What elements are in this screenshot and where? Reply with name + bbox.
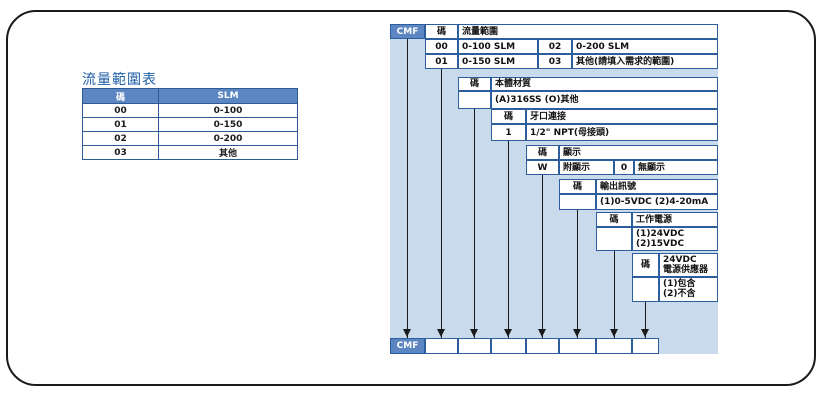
power-option: (1)24VDC	[636, 229, 685, 239]
arrow-down-icon	[573, 329, 581, 337]
supply-option: (2)不含	[663, 289, 696, 299]
row-range: 其他	[158, 145, 298, 160]
supply-options: (1)包含 (2)不含	[659, 277, 718, 302]
order-code-slot	[559, 338, 596, 354]
arrow-down-icon	[504, 329, 512, 337]
order-code-slot	[632, 338, 659, 354]
row-range: 0-200	[158, 131, 298, 146]
flow-range-title: 流量範圍表	[82, 72, 157, 88]
arrow-down-icon	[610, 329, 618, 337]
code-label-power: 碼	[596, 212, 632, 227]
flow-option: 0-150 SLM	[458, 54, 538, 69]
body-code-blank	[458, 91, 491, 109]
supply-heading-line: 電源供應器	[663, 265, 709, 275]
output-code-blank	[559, 194, 596, 210]
order-code-slot	[458, 338, 491, 354]
output-options: (1)0-5VDC (2)4-20mA	[596, 194, 718, 210]
thread-option: 1/2" NPT(母接頭)	[526, 124, 718, 141]
connector-line	[474, 109, 475, 339]
flow-option: 0-200 SLM	[572, 39, 718, 54]
flow-range-heading: 流量範圍	[458, 24, 718, 39]
arrow-down-icon	[403, 329, 411, 337]
rounded-frame	[6, 10, 816, 386]
power-code-blank	[596, 227, 632, 251]
order-code-slot	[526, 338, 559, 354]
connector-line	[542, 175, 543, 339]
connector-line	[577, 210, 578, 339]
arrow-down-icon	[641, 329, 649, 337]
code-label-flow: 碼	[425, 24, 458, 39]
flow-code: 00	[425, 39, 458, 54]
flow-code: 03	[538, 54, 572, 69]
order-code-slot	[491, 338, 526, 354]
arrow-down-icon	[470, 329, 478, 337]
model-code-diagram: CMF 碼 流量範圍 00 0-100 SLM 02 0-200 SLM 01 …	[390, 24, 718, 354]
display-code: 0	[614, 160, 634, 175]
order-code-slot	[425, 338, 458, 354]
flow-option: 其他(請填入需求的範圍)	[572, 54, 718, 69]
supply-code-blank	[632, 277, 659, 302]
power-option: (2)15VDC	[636, 239, 685, 249]
order-code-slot	[596, 338, 632, 354]
row-code: 01	[82, 117, 159, 132]
row-code: 03	[82, 145, 159, 160]
thread-heading: 牙口連接	[526, 109, 718, 124]
flow-code: 02	[538, 39, 572, 54]
flow-code: 01	[425, 54, 458, 69]
power-heading: 工作電源	[632, 212, 718, 227]
output-heading: 輸出訊號	[596, 179, 718, 194]
display-code: W	[526, 160, 559, 175]
body-material-options: (A)316SS (O)其他	[491, 91, 718, 109]
code-label-body: 碼	[458, 77, 491, 91]
display-option: 附顯示	[559, 160, 614, 175]
row-range: 0-100	[158, 103, 298, 118]
code-label-supply: 碼	[632, 253, 659, 277]
flow-option: 0-100 SLM	[458, 39, 538, 54]
row-range: 0-150	[158, 117, 298, 132]
header-code: 碼	[82, 88, 159, 104]
connector-line	[407, 39, 408, 339]
connector-line	[614, 251, 615, 339]
supply-heading-line: 24VDC	[663, 255, 697, 265]
arrow-down-icon	[437, 329, 445, 337]
table-header-row: 碼 SLM	[82, 88, 298, 104]
body-material-heading: 本體材質	[491, 77, 718, 91]
supply-heading: 24VDC 電源供應器	[659, 253, 718, 277]
power-options: (1)24VDC (2)15VDC	[632, 227, 718, 251]
display-heading: 顯示	[559, 145, 718, 160]
order-code-prefix: CMF	[390, 338, 425, 354]
row-code: 00	[82, 103, 159, 118]
connector-line	[508, 141, 509, 339]
arrow-down-icon	[538, 329, 546, 337]
code-label-display: 碼	[526, 145, 559, 160]
code-label-output: 碼	[559, 179, 596, 194]
header-slm: SLM	[158, 88, 298, 104]
code-label-thread: 碼	[491, 109, 526, 124]
supply-option: (1)包含	[663, 279, 696, 289]
model-prefix: CMF	[390, 24, 425, 39]
row-code: 02	[82, 131, 159, 146]
thread-code: 1	[491, 124, 526, 141]
display-option: 無顯示	[634, 160, 718, 175]
connector-line	[441, 69, 442, 339]
connector-line	[645, 302, 646, 339]
